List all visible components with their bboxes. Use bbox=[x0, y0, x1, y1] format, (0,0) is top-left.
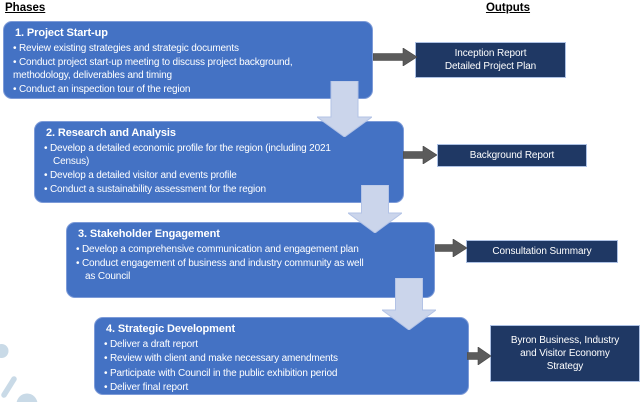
phase-bullet: Deliver a draft report bbox=[104, 339, 454, 352]
phase-box-stakeholder-engagement: 3. Stakeholder Engagement Develop a comp… bbox=[66, 222, 435, 298]
phase-bullet-list: Develop a detailed economic profile for … bbox=[44, 143, 356, 197]
right-arrow-icon-4 bbox=[467, 347, 491, 365]
phase-bullet: Conduct project start-up meeting to disc… bbox=[13, 57, 351, 83]
down-arrow-icon-2 bbox=[348, 185, 402, 233]
phase-bullet: Develop a comprehensive communication an… bbox=[76, 244, 368, 257]
output-text-line: and Visitor Economy bbox=[520, 348, 610, 359]
phase-bullet: Participate with Council in the public e… bbox=[104, 368, 454, 381]
phase-bullet: Review with client and make necessary am… bbox=[104, 353, 454, 366]
phase-title: 1. Project Start-up bbox=[15, 27, 108, 39]
output-text-line: Inception Report bbox=[454, 48, 527, 59]
phase-box-strategic-development: 4. Strategic Development Deliver a draft… bbox=[94, 317, 469, 395]
phase-box-project-startup: 1. Project Start-up Review existing stra… bbox=[3, 21, 373, 99]
decor-circle-icon bbox=[0, 344, 9, 358]
phase-bullet-list: Deliver a draft report Review with clien… bbox=[104, 339, 454, 395]
phase-bullet: Deliver final report bbox=[104, 382, 454, 395]
outputs-column-heading: Outputs bbox=[485, 2, 531, 14]
phase-bullet: Conduct engagement of business and indus… bbox=[76, 258, 368, 284]
right-arrow-icon-3 bbox=[435, 239, 467, 257]
decor-slash-icon bbox=[1, 376, 17, 398]
phase-box-research-analysis: 2. Research and Analysis Develop a detai… bbox=[34, 121, 404, 203]
phase-bullet: Develop a detailed visitor and events pr… bbox=[44, 170, 356, 183]
phase-bullet-list: Review existing strategies and strategic… bbox=[13, 43, 351, 97]
output-box-background-report: Background Report bbox=[437, 144, 587, 167]
decorative-corner-shapes bbox=[0, 344, 38, 402]
output-text-line: Strategy bbox=[546, 361, 584, 372]
phase-bullet: Conduct a sustainability assessment for … bbox=[44, 184, 356, 197]
phase-bullet: Conduct an inspection tour of the region bbox=[13, 84, 351, 97]
output-box-consultation-summary: Consultation Summary bbox=[466, 240, 618, 263]
right-arrow-icon-1 bbox=[373, 48, 417, 66]
phase-title: 4. Strategic Development bbox=[106, 323, 236, 335]
output-box-strategy: Byron Business, Industry and Visitor Eco… bbox=[490, 325, 640, 382]
decor-circle-icon bbox=[16, 393, 38, 402]
phase-title: 2. Research and Analysis bbox=[46, 127, 176, 139]
phases-column-heading: Phases bbox=[5, 2, 46, 14]
right-arrow-icon-2 bbox=[403, 146, 437, 164]
output-box-inception-report: Inception Report Detailed Project Plan bbox=[415, 42, 566, 78]
down-arrow-icon-1 bbox=[317, 81, 372, 137]
output-text-line: Background Report bbox=[469, 150, 555, 161]
phase-bullet: Review existing strategies and strategic… bbox=[13, 43, 351, 56]
output-text-line: Detailed Project Plan bbox=[444, 61, 537, 72]
output-text-line: Byron Business, Industry bbox=[510, 335, 620, 346]
output-text-line: Consultation Summary bbox=[492, 246, 592, 257]
phase-bullet: Develop a detailed economic profile for … bbox=[44, 143, 356, 169]
down-arrow-icon-3 bbox=[382, 278, 436, 330]
phase-title: 3. Stakeholder Engagement bbox=[78, 228, 220, 240]
phase-bullet-list: Develop a comprehensive communication an… bbox=[76, 244, 368, 284]
